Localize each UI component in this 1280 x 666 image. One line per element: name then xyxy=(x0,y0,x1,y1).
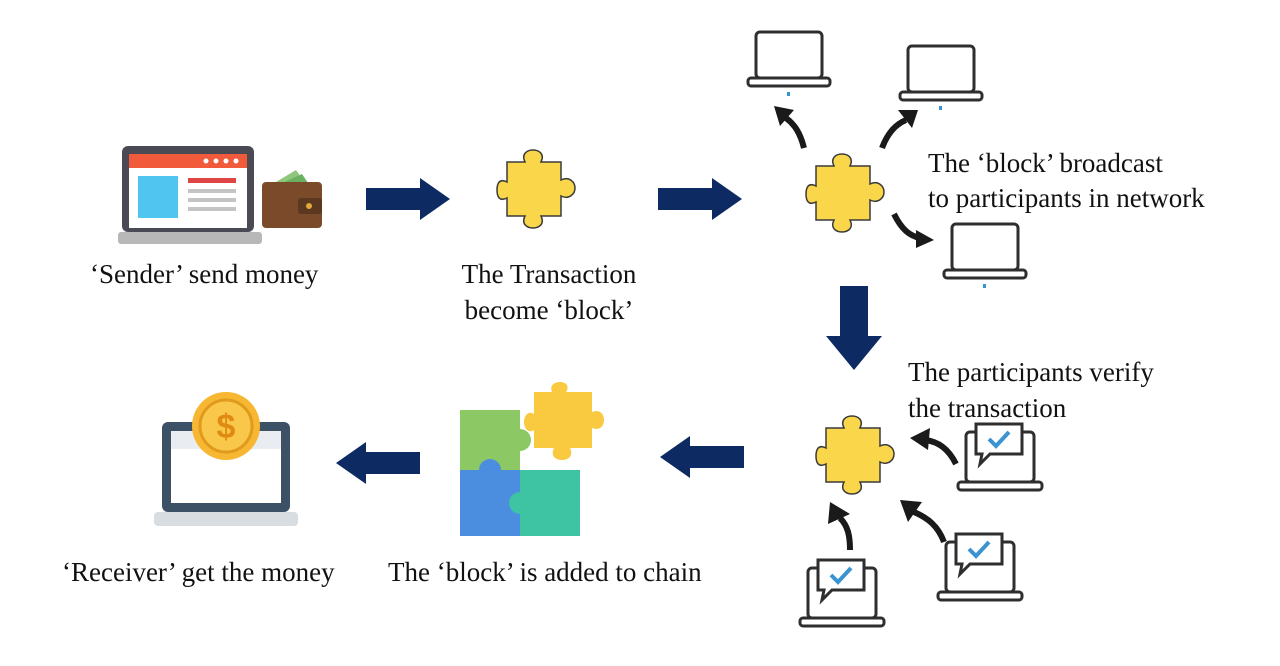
receiver-laptop-icon: $ xyxy=(154,392,298,526)
arrow-right-icon xyxy=(366,178,450,220)
broadcast-arrow-icon xyxy=(774,106,807,149)
broadcast-arrow-icon xyxy=(879,110,918,150)
verify-arrow-icon xyxy=(828,502,853,551)
arrow-left-icon xyxy=(660,436,744,478)
verified-laptop-icon xyxy=(936,532,1024,602)
wallet-icon xyxy=(262,170,322,228)
verified-laptop-icon xyxy=(956,422,1044,492)
participant-laptop-icon xyxy=(746,30,832,96)
receiver-label: ‘Receiver’ get the money xyxy=(62,557,335,587)
verify-arrow-icon xyxy=(910,428,959,466)
sender-label: ‘Sender’ send money xyxy=(90,259,319,289)
chain-puzzle-icon xyxy=(460,382,604,536)
transaction-label-line2: become ‘block’ xyxy=(464,295,634,325)
puzzle-verify-icon xyxy=(815,415,895,495)
participant-laptop-icon xyxy=(942,222,1028,288)
verify-label-line1: The participants verify xyxy=(908,357,1154,387)
puzzle-broadcast-icon xyxy=(805,153,885,233)
puzzle-block-icon xyxy=(496,149,576,229)
verify-label-line2: the transaction xyxy=(908,393,1067,423)
dollar-sign: $ xyxy=(217,408,236,446)
broadcast-label-line2: to participants in network xyxy=(928,183,1205,213)
arrow-right-icon xyxy=(658,178,742,220)
verify-arrow-icon xyxy=(900,500,947,544)
arrow-left-icon xyxy=(336,442,420,484)
chain-label: The ‘block’ is added to chain xyxy=(388,557,702,587)
transaction-label-line1: The Transaction xyxy=(461,259,637,289)
arrow-down-icon xyxy=(826,286,882,370)
verified-laptop-icon xyxy=(798,558,886,628)
broadcast-label-line1: The ‘block’ broadcast xyxy=(928,148,1163,178)
participant-laptop-icon xyxy=(898,44,984,110)
broadcast-arrow-icon xyxy=(891,212,934,248)
sender-laptop-icon xyxy=(118,146,262,244)
